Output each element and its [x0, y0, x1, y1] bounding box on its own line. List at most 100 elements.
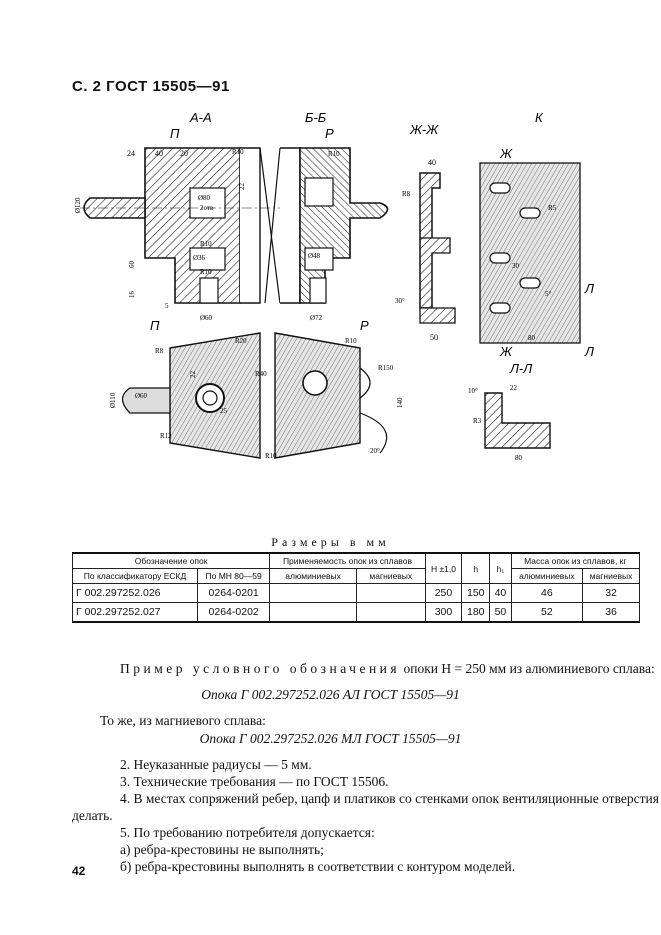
page-header: С. 2 ГОСТ 15505—91 [72, 78, 230, 95]
view-label-aa: А-А [189, 110, 212, 125]
dim-r3: R3 [473, 417, 482, 425]
dim-r10-b: R10 [200, 240, 212, 248]
note-4-cont: делать. [72, 808, 113, 823]
note-5: 5. По требованию потребителя допускается… [120, 825, 375, 840]
example-code-1: Опока Г 002.297252.026 АЛ ГОСТ 15505—91 [201, 687, 460, 702]
dim-r10-f: R10 [265, 452, 277, 460]
view-mark-zh-bot: Ж [499, 344, 513, 359]
th-H: H ±1,0 [424, 552, 463, 584]
view-label-zhzh: Ж-Ж [409, 122, 439, 137]
dim-22-c: 22 [510, 384, 518, 392]
technical-drawing: А-А П 24 40 20 Ø120 Ø80 2отв R10 Ø36 R10… [74, 110, 594, 462]
dim-30: 30 [512, 262, 520, 270]
dim-50: 50 [430, 333, 438, 342]
view-label-bb: Б-Б [305, 110, 327, 125]
dim-r8-a: R8 [402, 190, 411, 198]
note-4: 4. В местах сопряжений ребер, цапф и пла… [120, 791, 661, 806]
cell-H: 300 [424, 602, 463, 623]
view-mark-l-bot: Л [584, 344, 594, 359]
dim-20deg: 20° [370, 447, 380, 455]
dim-phi120: Ø120 [74, 197, 82, 213]
th-h: h [461, 552, 491, 584]
cell-mass-magn: 32 [582, 583, 640, 603]
cell-h1: 50 [489, 602, 512, 623]
dim-r10-d: R10 [328, 150, 340, 158]
dim-r5: R5 [548, 204, 557, 212]
view-mark-r: Р [325, 126, 334, 141]
dim-r12: R12 [160, 432, 172, 440]
view-mark-p: П [170, 126, 180, 141]
th-magn: магниевых [355, 568, 426, 584]
th-mass: Масса опок из сплавов, кг [510, 552, 641, 569]
cell-h1: 40 [489, 583, 512, 603]
th-mn: По МН 80—59 [197, 568, 271, 584]
dim-phi72: Ø72 [310, 314, 323, 322]
view-mark-r-2: Р [360, 318, 369, 333]
dim-r8-b: R8 [155, 347, 164, 355]
table-caption: Размеры в мм [271, 535, 390, 549]
th-applicability: Применяемость опок из сплавов [269, 552, 426, 569]
dim-phi110: Ø110 [109, 392, 117, 408]
cell-magn [355, 583, 426, 603]
dim-140: 140 [396, 397, 404, 408]
dim-16: 16 [128, 291, 136, 299]
cell-h: 150 [461, 583, 491, 603]
view-mark-zh-top: Ж [499, 146, 513, 161]
table-row: Г 002.297252.026 0264-0201 250 150 40 46… [71, 583, 640, 603]
cell-mass-alum: 52 [510, 602, 584, 623]
same-magnesium: То же, из магниевого сплава: [100, 713, 266, 728]
table-row: Г 002.297252.027 0264-0202 300 180 50 52… [71, 602, 640, 623]
dimensions-table: Обозначение опок Применяемость опок из с… [71, 552, 641, 623]
cell-magn [355, 602, 426, 623]
dim-40-b: 40 [428, 158, 436, 167]
dim-phi36: Ø36 [193, 254, 206, 262]
th-mass-magn: магниевых [582, 568, 640, 584]
th-designation: Обозначение опок [71, 552, 271, 569]
cell-h: 180 [461, 602, 491, 623]
dim-phi48: Ø48 [308, 252, 321, 260]
cell-mn: 0264-0201 [197, 583, 271, 603]
dim-2otv: 2отв [200, 204, 214, 212]
dim-10deg: 10° [468, 387, 478, 395]
cell-alum [269, 602, 357, 623]
th-h1: h₁ [489, 552, 512, 584]
note-3: 3. Технические требования — по ГОСТ 1550… [120, 774, 389, 789]
dim-80: 80 [528, 334, 536, 342]
section-ll [484, 392, 551, 449]
dim-22-b: 22 [189, 371, 197, 379]
dim-r10-e: R10 [345, 337, 357, 345]
dim-r10-c: R10 [200, 268, 212, 276]
dim-r10-a: R10 [232, 148, 244, 156]
dim-5: 5 [165, 302, 169, 310]
dim-5deg: 5° [545, 290, 552, 298]
dim-22: 22 [238, 183, 246, 191]
dim-40: 40 [155, 149, 163, 158]
dim-phi60-b: Ø60 [135, 392, 148, 400]
dim-r20: R20 [235, 337, 247, 345]
cell-alum [269, 583, 357, 603]
dim-30-b: 30° [395, 297, 405, 305]
dim-r150: R150 [378, 364, 394, 372]
cell-mass-alum: 46 [510, 583, 584, 603]
dim-phi80: Ø80 [198, 194, 211, 202]
th-eskd: По классификатору ЕСКД [71, 568, 199, 584]
dim-25: 25 [220, 407, 228, 415]
example-lead: Пример условного обозначения [120, 661, 401, 676]
th-mass-alum: алюминиевых [510, 568, 584, 584]
cell-eskd: Г 002.297252.026 [71, 583, 199, 603]
view-mark-l-top: Л [584, 281, 594, 296]
section-bb [264, 147, 389, 304]
cell-mass-magn: 36 [582, 602, 640, 623]
plan-view [121, 332, 388, 459]
dim-20: 20 [180, 149, 188, 158]
dim-phi60: Ø60 [200, 314, 213, 322]
dim-80-b: 80 [515, 454, 523, 462]
view-mark-p-2: П [150, 318, 160, 333]
dim-24: 24 [127, 149, 135, 158]
page-number: 42 [72, 864, 86, 878]
note-5a: а) ребра-крестовины не выполнять; [120, 842, 324, 857]
section-zhzh [419, 172, 456, 324]
section-aa [80, 147, 285, 304]
view-k [479, 162, 581, 344]
note-2: 2. Неуказанные радиусы — 5 мм. [120, 757, 312, 772]
